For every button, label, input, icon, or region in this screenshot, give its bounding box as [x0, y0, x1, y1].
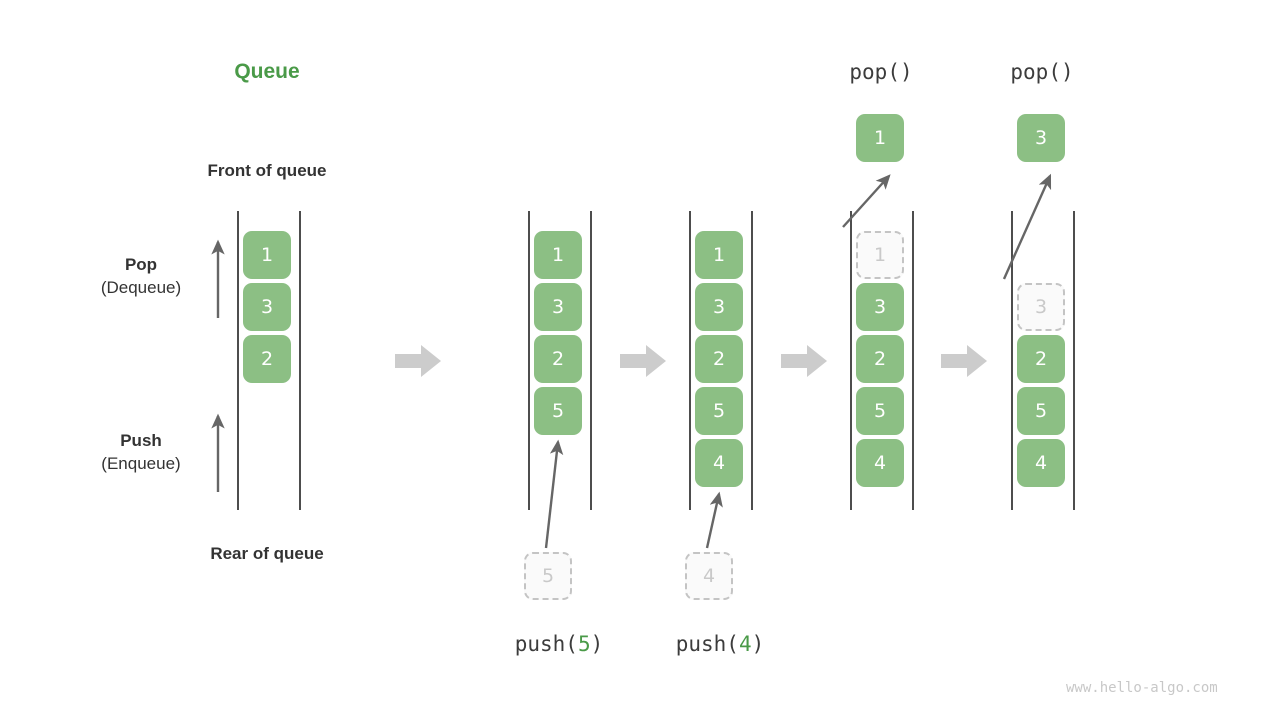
popped-element-box: 3: [1017, 114, 1065, 162]
caption-suffix: ): [590, 632, 604, 656]
queue-cell: 1: [243, 231, 291, 279]
queue-rail-left: [850, 211, 852, 510]
popped-element-box: 1: [856, 114, 904, 162]
stage-bottom-caption: push(5): [479, 632, 639, 656]
push-label-sub: (Enqueue): [101, 454, 181, 473]
queue-cell: 3: [856, 283, 904, 331]
queue-rail-left: [1011, 211, 1013, 510]
queue-rail-left: [528, 211, 530, 510]
queue-rail-left: [237, 211, 239, 510]
caption-prefix: push(: [514, 632, 578, 656]
watermark: www.hello-algo.com: [1066, 680, 1218, 696]
queue-rail-right: [299, 211, 301, 510]
caption-value: 4: [738, 632, 752, 656]
queue-cell: 4: [1017, 439, 1065, 487]
pop-dequeue-label: Pop (Dequeue): [66, 254, 216, 300]
stage-top-caption: pop(): [849, 60, 913, 84]
incoming-element-box: 4: [685, 552, 733, 600]
queue-cell: 2: [1017, 335, 1065, 383]
queue-cell: 2: [534, 335, 582, 383]
queue-cell: 5: [1017, 387, 1065, 435]
queue-cell: 4: [856, 439, 904, 487]
queue-cell: 5: [695, 387, 743, 435]
queue-cell: 2: [695, 335, 743, 383]
rear-of-queue-label: Rear of queue: [210, 544, 324, 563]
push-enqueue-label: Push (Enqueue): [66, 430, 216, 476]
push-label-main: Push: [120, 431, 162, 450]
push-arrow: [705, 491, 723, 549]
queue-cell: 2: [243, 335, 291, 383]
queue-cell: 4: [695, 439, 743, 487]
queue-cell: 2: [856, 335, 904, 383]
queue-cell-ghost: 1: [856, 231, 904, 279]
front-of-queue-label: Front of queue: [207, 161, 327, 180]
transition-arrow: [395, 345, 441, 377]
caption-value: 5: [577, 632, 591, 656]
queue-rail-left: [689, 211, 691, 510]
queue-cell: 1: [534, 231, 582, 279]
transition-arrow: [620, 345, 666, 377]
queue-cell: 1: [695, 231, 743, 279]
queue-cell: 3: [695, 283, 743, 331]
page-title: Queue: [234, 60, 300, 83]
queue-cell: 3: [243, 283, 291, 331]
transition-arrow: [781, 345, 827, 377]
pop-label-sub: (Dequeue): [100, 278, 182, 297]
caption-suffix: ): [751, 632, 765, 656]
incoming-element-box: 5: [524, 552, 572, 600]
caption-prefix: push(: [675, 632, 739, 656]
queue-cell: 3: [534, 283, 582, 331]
stage-top-caption: pop(): [1010, 60, 1074, 84]
pop-label-main: Pop: [124, 255, 158, 274]
queue-cell: 5: [856, 387, 904, 435]
queue-rail-right: [912, 211, 914, 510]
queue-rail-right: [751, 211, 753, 510]
queue-cell-ghost: 3: [1017, 283, 1065, 331]
stage-bottom-caption: push(4): [640, 632, 800, 656]
push-arrow: [544, 439, 564, 549]
queue-cell: 5: [534, 387, 582, 435]
queue-rail-right: [1073, 211, 1075, 510]
queue-rail-right: [590, 211, 592, 510]
transition-arrow: [941, 345, 987, 377]
